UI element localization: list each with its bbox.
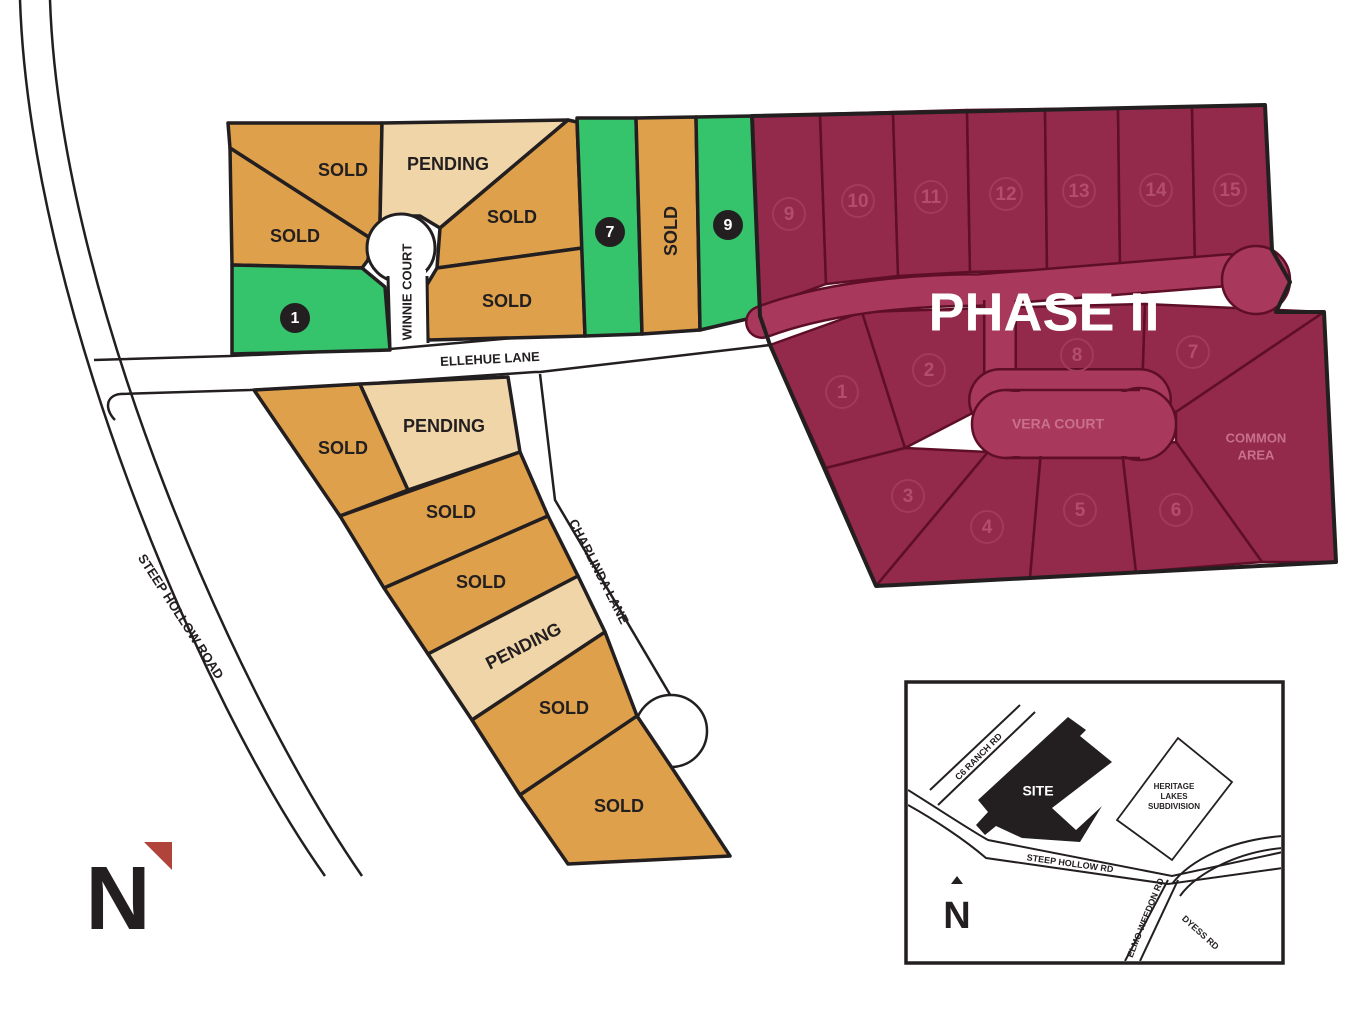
- lot-north-sold-strip-label: SOLD: [661, 206, 681, 256]
- svg-text:2: 2: [924, 360, 935, 381]
- inset-north-arrow-icon: [951, 876, 963, 884]
- phase-ii-lot-7[interactable]: 7: [1176, 335, 1210, 369]
- phase-ii-lot-4[interactable]: 4: [970, 510, 1004, 544]
- svg-text:9: 9: [784, 204, 795, 225]
- phase-ii-lot-3[interactable]: 3: [891, 479, 925, 513]
- lot-north-sold-1-label: SOLD: [318, 160, 368, 180]
- phase-ii-lot-8[interactable]: 8: [1060, 338, 1094, 372]
- svg-text:6: 6: [1171, 500, 1182, 521]
- svg-text:3: 3: [903, 486, 914, 507]
- lot-north-available-1[interactable]: [230, 263, 392, 356]
- location-inset-map: SITE C6 RANCH RD HERITAGE LAKES SUBDIVIS…: [904, 680, 1285, 965]
- phase-ii-lot-15[interactable]: 15: [1213, 173, 1247, 207]
- south-block: SOLD PENDING SOLD SOLD PENDING SOLD SOLD: [252, 375, 732, 866]
- lot-south-sold-3-label: SOLD: [456, 572, 506, 592]
- svg-text:5: 5: [1075, 500, 1086, 521]
- svg-text:11: 11: [921, 187, 942, 208]
- inset-heritage-label-2: LAKES: [1160, 792, 1188, 801]
- logo-letter: N: [86, 849, 151, 949]
- phase-ii-lot-11[interactable]: 11: [914, 180, 948, 214]
- ellehue-lane-label: ELLEHUE LANE: [440, 349, 541, 369]
- phase-ii-lot-6[interactable]: 6: [1159, 493, 1193, 527]
- logo-accent-triangle: [144, 842, 172, 870]
- company-logo: N: [86, 842, 172, 949]
- svg-text:1: 1: [837, 382, 848, 403]
- winnie-court-label: WINNIE COURT: [399, 244, 414, 341]
- lot-north-sold-2-label: SOLD: [270, 226, 320, 246]
- common-area-label-1: COMMON: [1226, 430, 1287, 445]
- lot-north-sold-3-label: SOLD: [487, 207, 537, 227]
- lot-south-sold-4-label: SOLD: [539, 698, 589, 718]
- lot-south-pending-1-label: PENDING: [403, 416, 485, 436]
- phase-ii-lot-10[interactable]: 10: [841, 184, 875, 218]
- phase-ii-lot-5[interactable]: 5: [1063, 493, 1097, 527]
- svg-text:14: 14: [1145, 180, 1167, 201]
- svg-text:8: 8: [1072, 345, 1083, 366]
- lot-7-number: 7: [606, 224, 615, 241]
- site-footprint: [976, 717, 1112, 842]
- lot-1-number: 1: [291, 310, 300, 327]
- lot-9-number: 9: [724, 217, 733, 234]
- phase-ii-lot-13[interactable]: 13: [1062, 174, 1096, 208]
- phase-ii-area: VERA COURT COMMON AREA PHASE II 9 10 11 …: [745, 103, 1338, 588]
- svg-text:12: 12: [995, 184, 1016, 205]
- svg-text:10: 10: [847, 191, 868, 212]
- lot-north-sold-2[interactable]: [228, 146, 372, 270]
- svg-text:7: 7: [1188, 342, 1199, 363]
- phase-ii-lot-2[interactable]: 2: [912, 353, 946, 387]
- inset-heritage-label-1: HERITAGE: [1154, 782, 1195, 791]
- phase-ii-lot-1[interactable]: 1: [825, 375, 859, 409]
- phase-ii-lot-14[interactable]: 14: [1139, 173, 1173, 207]
- inset-north-letter: N: [943, 895, 970, 937]
- inset-heritage-label-3: SUBDIVISION: [1148, 802, 1200, 811]
- lot-north-sold-4-label: SOLD: [482, 291, 532, 311]
- lot-south-sold-5-label: SOLD: [594, 796, 644, 816]
- inset-site-label: SITE: [1022, 783, 1053, 799]
- lot-7-badge: [595, 217, 625, 247]
- vera-court-label: VERA COURT: [1012, 416, 1104, 432]
- lot-south-sold-5[interactable]: [518, 714, 732, 866]
- svg-text:15: 15: [1219, 180, 1241, 201]
- common-area-label-2: AREA: [1238, 447, 1275, 462]
- lot-south-sold-2-label: SOLD: [426, 502, 476, 522]
- phase-ii-lot-9[interactable]: 9: [772, 197, 806, 231]
- svg-text:13: 13: [1068, 181, 1089, 202]
- phase-ii-title: PHASE II: [928, 282, 1159, 342]
- lot-9-badge: [713, 210, 743, 240]
- lot-south-sold-1-label: SOLD: [318, 438, 368, 458]
- heritage-lakes-footprint: [1115, 736, 1234, 862]
- steep-hollow-road-label: STEEP HOLLOW ROAD: [135, 551, 227, 681]
- north-block: WINNIE COURT SOLD SOLD PENDING SOLD SOLD…: [226, 114, 762, 356]
- lot-north-pending-1-label: PENDING: [407, 154, 489, 174]
- lot-1-badge: [280, 303, 310, 333]
- svg-text:4: 4: [982, 517, 993, 538]
- phase-ii-lot-12[interactable]: 12: [989, 177, 1023, 211]
